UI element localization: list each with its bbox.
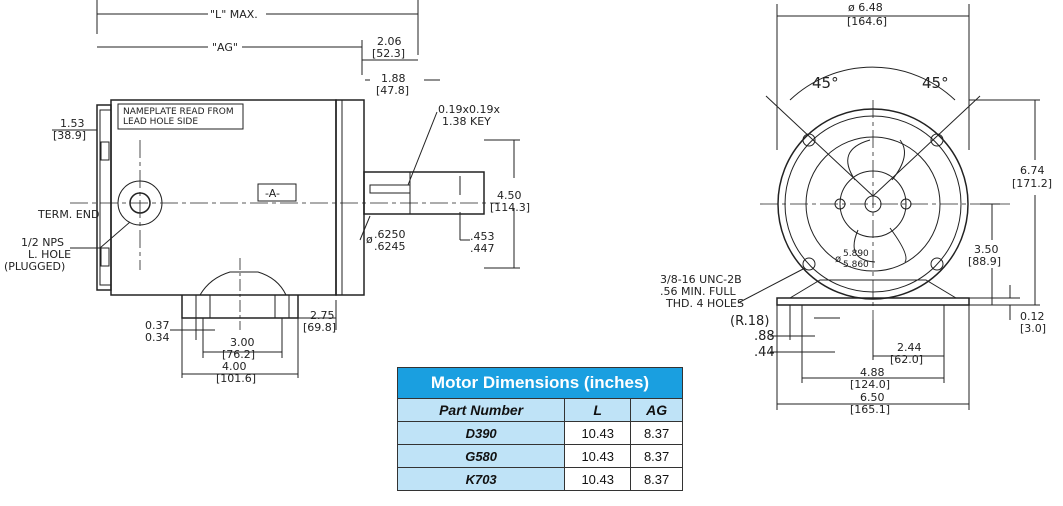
shaft-dia-upper: .6250	[374, 228, 406, 241]
ag-cell: 8.37	[630, 444, 683, 468]
dim-0-12: 0.12	[1020, 310, 1045, 323]
dim-r18: (R.18)	[730, 314, 769, 329]
datum-a-label: -A-	[265, 187, 280, 200]
dim-l-max: "L" MAX.	[210, 8, 258, 21]
dim-6-50-mm: [165.1]	[850, 403, 890, 416]
nps-label-2: L. HOLE	[28, 248, 71, 261]
dim-6-74: 6.74	[1020, 164, 1045, 177]
dim-4-88-mm: [124.0]	[850, 378, 890, 391]
dim-4-50: 4.50	[497, 189, 522, 202]
dim-2-75: 2.75	[310, 309, 335, 322]
dim-4-88: 4.88	[860, 366, 885, 379]
part-number-cell: D390	[396, 421, 566, 445]
part-number-cell: K703	[396, 467, 566, 491]
dim-044: .44	[754, 345, 775, 360]
term-end-label: TERM. END	[37, 208, 99, 221]
dim-3-50: 3.50	[974, 243, 999, 256]
shaft-dia-symbol: ø	[366, 233, 373, 246]
table-title: Motor Dimensions (inches)	[397, 367, 683, 399]
dim-4-50-mm: [114.3]	[490, 201, 530, 214]
dim-1-88-mm: [47.8]	[376, 84, 409, 97]
table-row: K703 10.43 8.37	[396, 467, 683, 491]
dim-6-74-mm: [171.2]	[1012, 177, 1052, 190]
dim-453: .453	[470, 230, 495, 243]
dia-6-48: ø 6.48	[848, 1, 883, 14]
dim-2-44-mm: [62.0]	[890, 353, 923, 366]
nps-label-3: (PLUGGED)	[4, 260, 65, 273]
motor-dimensions-table: Motor Dimensions (inches) Part Number L …	[396, 367, 683, 491]
dim-ag: "AG"	[212, 41, 238, 54]
key-label-2: 1.38 KEY	[442, 115, 491, 128]
header-ag: AG	[630, 398, 683, 422]
angle-right: 45°	[922, 74, 949, 92]
table-row: D390 10.43 8.37	[396, 421, 683, 445]
side-view: "L" MAX. "AG" 2.06 [52.3] 1.88 [47.8] 0.…	[4, 0, 530, 385]
dim-3-50-mm: [88.9]	[968, 255, 1001, 268]
dim-1-53: 1.53	[60, 117, 85, 130]
thread-label-3: THD. 4 HOLES	[665, 297, 744, 310]
dia-6-48-mm: [164.6]	[847, 15, 887, 28]
end-view: ø 6.48 [164.6] 45° 45°	[660, 1, 1052, 416]
dim-3-00-mm: [76.2]	[222, 348, 255, 361]
dim-2-75-mm: [69.8]	[303, 321, 336, 334]
dim-4-00: 4.00	[222, 360, 247, 373]
thread-label-2: .56 MIN. FULL	[660, 285, 736, 298]
bolt-circle-lower: 5.860	[843, 260, 869, 270]
header-part-number: Part Number	[396, 398, 566, 422]
part-number-cell: G580	[396, 444, 566, 468]
bolt-circle-symbol: ø	[835, 254, 841, 265]
ag-cell: 8.37	[630, 421, 683, 445]
shaft-dia-lower: .6245	[374, 240, 406, 253]
dim-3-00: 3.00	[230, 336, 255, 349]
dim-0-34: 0.34	[145, 331, 170, 344]
dim-1-88: 1.88	[381, 72, 406, 85]
dim-2-44: 2.44	[897, 341, 922, 354]
dim-088: .88	[754, 329, 775, 344]
key-label-1: 0.19x0.19x	[438, 103, 500, 116]
dim-0-37: 0.37	[145, 319, 170, 332]
table-row: G580 10.43 8.37	[396, 444, 683, 468]
bolt-circle-upper: 5.890	[843, 249, 869, 259]
dim-0-12-mm: [3.0]	[1020, 322, 1046, 335]
l-cell: 10.43	[564, 467, 632, 491]
thread-label-1: 3/8-16 UNC-2B	[660, 273, 742, 286]
l-cell: 10.43	[564, 421, 632, 445]
nps-label-1: 1/2 NPS	[21, 236, 64, 249]
l-cell: 10.43	[564, 444, 632, 468]
dim-447: .447	[470, 242, 495, 255]
nameplate-text-1: NAMEPLATE READ FROM	[123, 107, 234, 117]
angle-left: 45°	[812, 74, 839, 92]
header-l: L	[564, 398, 632, 422]
dim-1-53-mm: [38.9]	[53, 129, 86, 142]
dim-2-06-mm: [52.3]	[372, 47, 405, 60]
dim-2-06: 2.06	[377, 35, 402, 48]
nameplate-text-2: LEAD HOLE SIDE	[123, 117, 198, 127]
ag-cell: 8.37	[630, 467, 683, 491]
dim-6-50: 6.50	[860, 391, 885, 404]
dim-4-00-mm: [101.6]	[216, 372, 256, 385]
